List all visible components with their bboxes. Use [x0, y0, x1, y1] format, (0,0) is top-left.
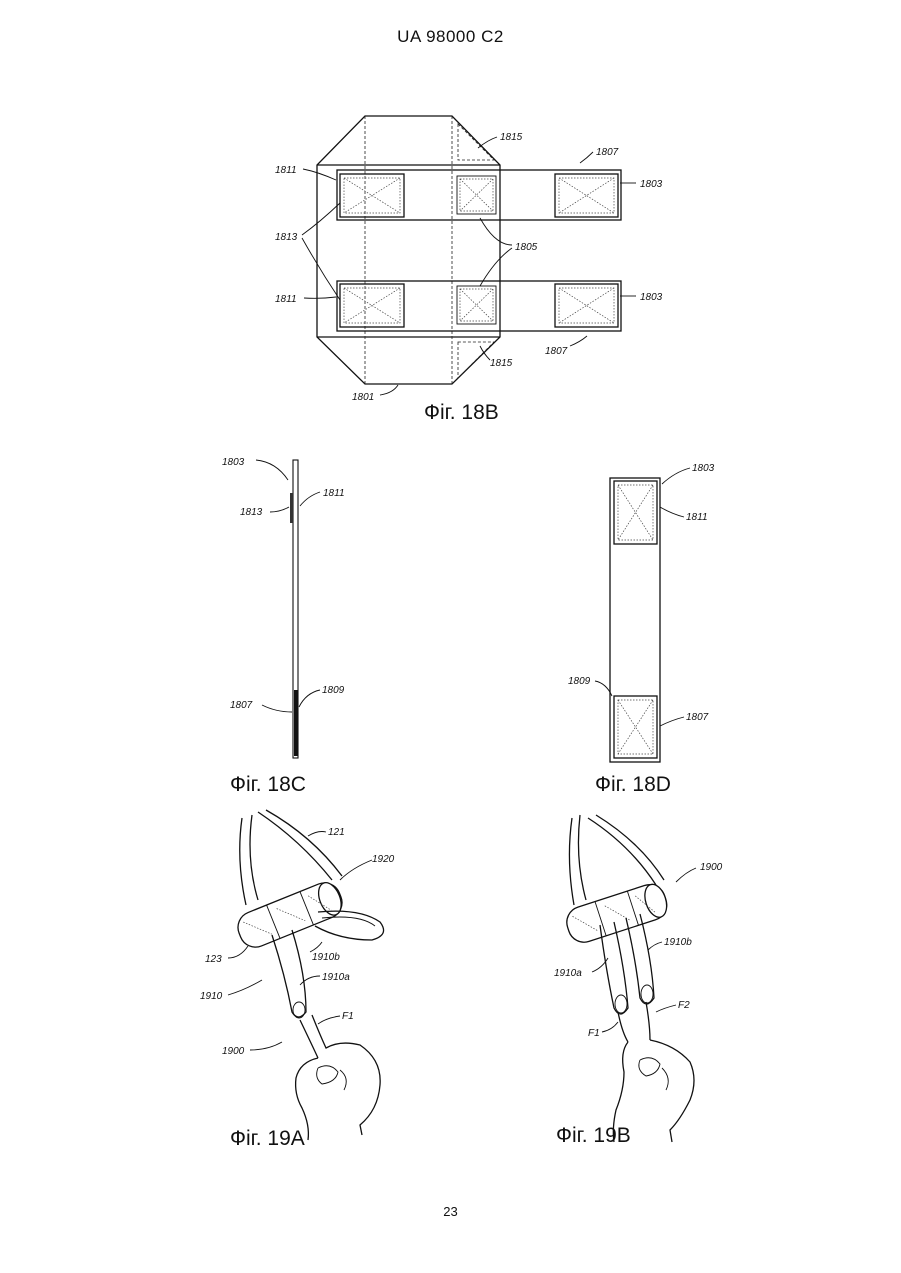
label-1811-top: 1811 [275, 165, 297, 176]
label-1910b: 1910b [664, 937, 692, 948]
caption-fig-18b: Фіг. 18B [424, 401, 499, 424]
label-1813: 1813 [275, 232, 298, 243]
caption-fig-19b: Фіг. 19B [556, 1124, 631, 1147]
label-1811-bottom: 1811 [275, 294, 297, 305]
label-1900: 1900 [222, 1046, 245, 1057]
fig-18b: 1815 1807 1811 1803 1813 1805 1811 1803 … [275, 116, 663, 424]
fig-19b: 1900 1910b 1910a F2 F1 Фіг. 19B [554, 815, 723, 1147]
caption-fig-18d: Фіг. 18D [595, 773, 671, 796]
label-1807-bottom: 1807 [545, 346, 568, 357]
label-F2: F2 [678, 1000, 690, 1011]
label-121: 121 [328, 827, 345, 838]
label-1910a: 1910a [554, 968, 582, 979]
label-1807: 1807 [230, 700, 253, 711]
label-1803-bottom: 1803 [640, 292, 663, 303]
label-1910a: 1910a [322, 972, 350, 983]
label-1900: 1900 [700, 862, 723, 873]
caption-fig-19a: Фіг. 19A [230, 1127, 305, 1150]
label-1803: 1803 [222, 457, 245, 468]
label-1809: 1809 [322, 685, 345, 696]
label-1815-bottom: 1815 [490, 358, 513, 369]
label-1809: 1809 [568, 676, 591, 687]
label-F1: F1 [588, 1028, 600, 1039]
label-1920: 1920 [372, 854, 395, 865]
label-F1: F1 [342, 1011, 354, 1022]
label-1801: 1801 [352, 392, 374, 403]
fig-19a: 121 1920 123 1910b 1910a 1910 F1 1900 Фі… [200, 810, 395, 1150]
caption-fig-18c: Фіг. 18C [230, 773, 306, 796]
label-1807-top: 1807 [596, 147, 619, 158]
label-1803: 1803 [692, 463, 715, 474]
label-123: 123 [205, 954, 222, 965]
label-1807: 1807 [686, 712, 709, 723]
fig-18d: 1803 1811 1809 1807 Фіг. 18D [568, 463, 715, 796]
label-1805: 1805 [515, 242, 538, 253]
label-1910b: 1910b [312, 952, 340, 963]
label-1803-top: 1803 [640, 179, 663, 190]
page-number: 23 [0, 1204, 901, 1219]
label-1815-top: 1815 [500, 132, 523, 143]
label-1910: 1910 [200, 991, 223, 1002]
label-1813: 1813 [240, 507, 263, 518]
fig-18c: 1803 1811 1813 1809 1807 Фіг. 18C [222, 457, 345, 796]
label-1811: 1811 [686, 512, 708, 523]
label-1811: 1811 [323, 488, 345, 499]
